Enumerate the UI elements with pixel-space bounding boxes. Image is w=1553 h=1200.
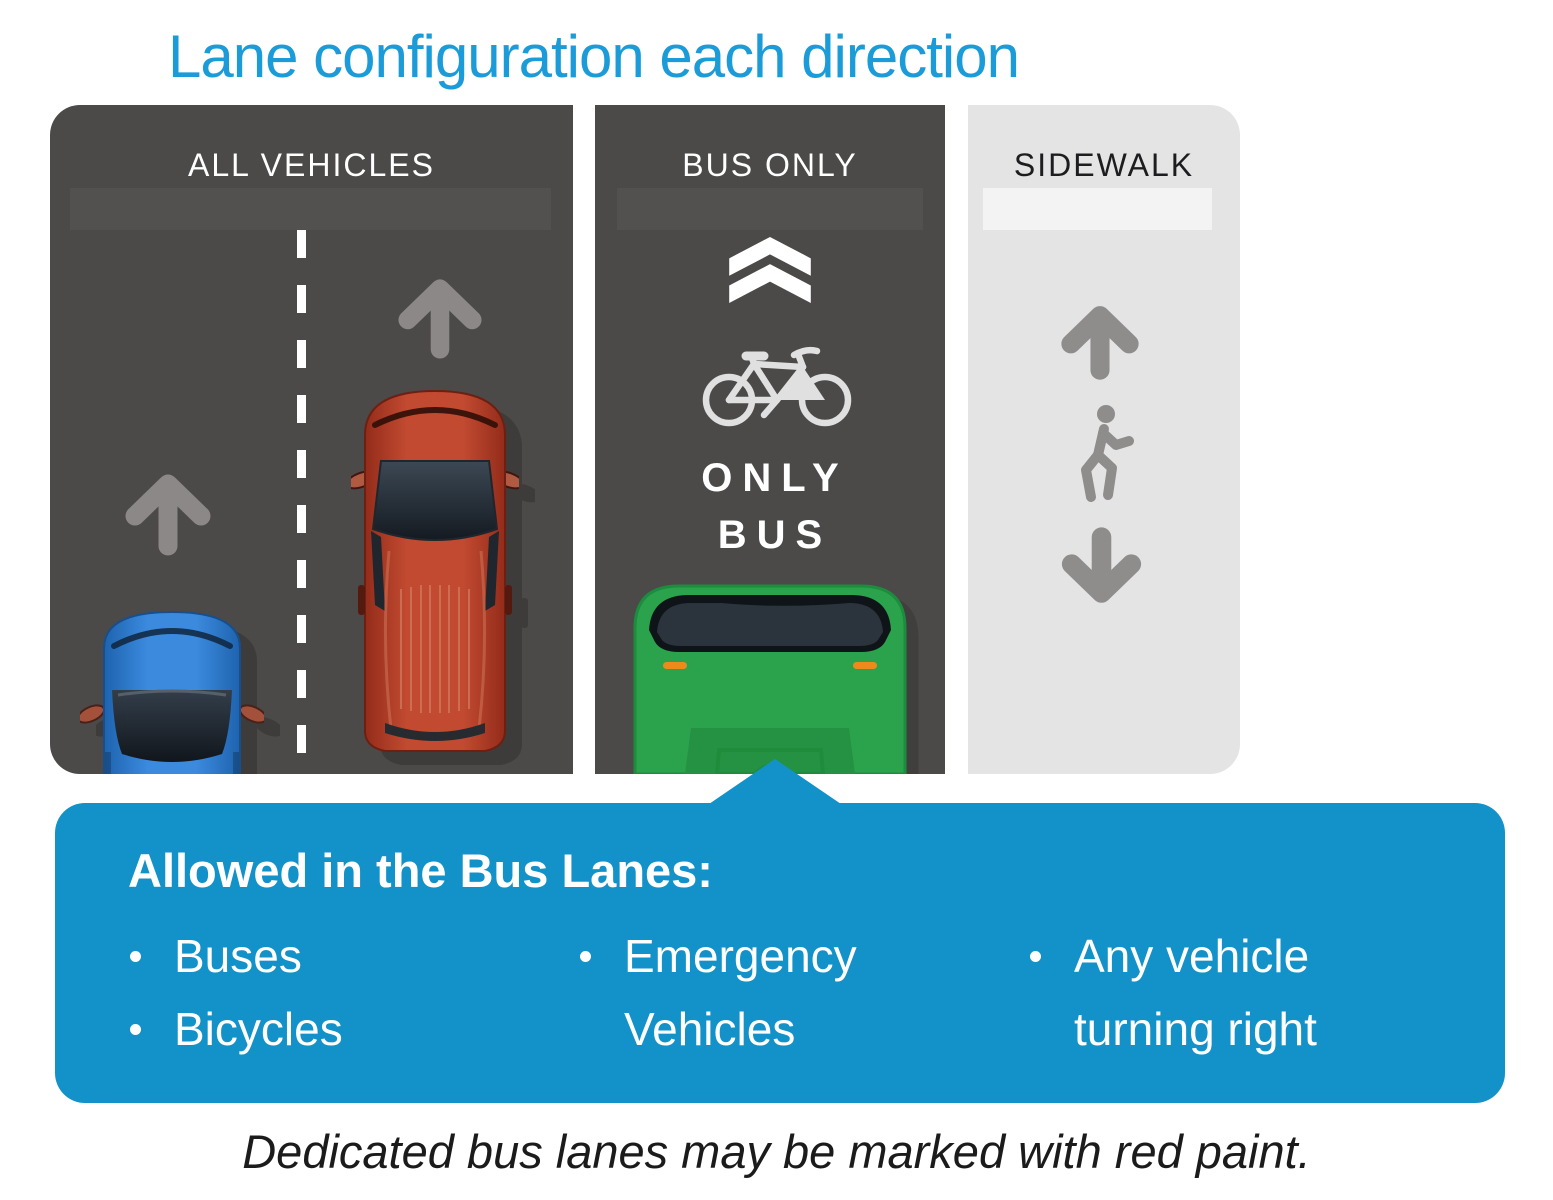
lane-divider-dashed-line [297, 230, 306, 774]
bus-lane-callout: Allowed in the Bus Lanes: Buses Bicycles… [55, 803, 1505, 1103]
list-item: Any vehicle turning right [1028, 920, 1373, 1066]
sidewalk-panel: SIDEWALK [968, 105, 1240, 774]
callout-column-3: Any vehicle turning right [1028, 920, 1373, 1066]
only-bus-pavement-marking: ONLY BUS [595, 450, 945, 564]
sidewalk-label: SIDEWALK [1013, 147, 1195, 183]
sidewalk-down-arrow-icon [1058, 525, 1145, 607]
lane-direction-up-arrow-icon [395, 275, 485, 361]
bullet-dot-icon [580, 951, 591, 962]
bicycle-icon [702, 336, 852, 428]
list-item: Buses [128, 920, 548, 993]
bullet-dot-icon [130, 1024, 141, 1035]
lane-direction-up-arrow-icon [123, 470, 213, 558]
callout-heading: Allowed in the Bus Lanes: [128, 844, 713, 897]
list-item-label: Bicycles [174, 1003, 343, 1055]
pavement-band [70, 188, 551, 230]
marking-line-only: ONLY [701, 456, 849, 500]
marking-line-bus: BUS [717, 513, 833, 557]
list-item-label: Emergency Vehicles [624, 930, 857, 1055]
bus-lane-chevrons-icon [726, 235, 814, 303]
callout-column-2: Emergency Vehicles [578, 920, 908, 1066]
bullet-dot-icon [130, 951, 141, 962]
green-bus-top-view [627, 578, 913, 774]
bullet-dot-icon [1030, 951, 1041, 962]
sidewalk-up-arrow-icon [1057, 302, 1143, 382]
page-title: Lane configuration each direction [168, 23, 1020, 90]
sidewalk-band [983, 188, 1212, 230]
lane-panel-all-vehicles: ALL VEHICLES [50, 105, 573, 774]
pedestrian-icon [1071, 403, 1135, 505]
lane-label-bus-only: BUS ONLY [682, 147, 858, 183]
pavement-band [617, 188, 923, 230]
callout-pointer-icon [709, 759, 841, 804]
list-item: Emergency Vehicles [578, 920, 908, 1066]
list-item-label: Any vehicle turning right [1074, 930, 1317, 1055]
footnote: Dedicated bus lanes may be marked with r… [242, 1125, 1311, 1178]
lane-label-all-vehicles: ALL VEHICLES [188, 147, 435, 183]
red-suv-top-view [351, 379, 519, 757]
callout-column-1: Buses Bicycles [128, 920, 548, 1066]
list-item: Bicycles [128, 993, 548, 1066]
lane-panel-bus-only: BUS ONLY ONLY B [595, 105, 945, 774]
blue-car-top-view [80, 602, 264, 774]
list-item-label: Buses [174, 930, 302, 982]
